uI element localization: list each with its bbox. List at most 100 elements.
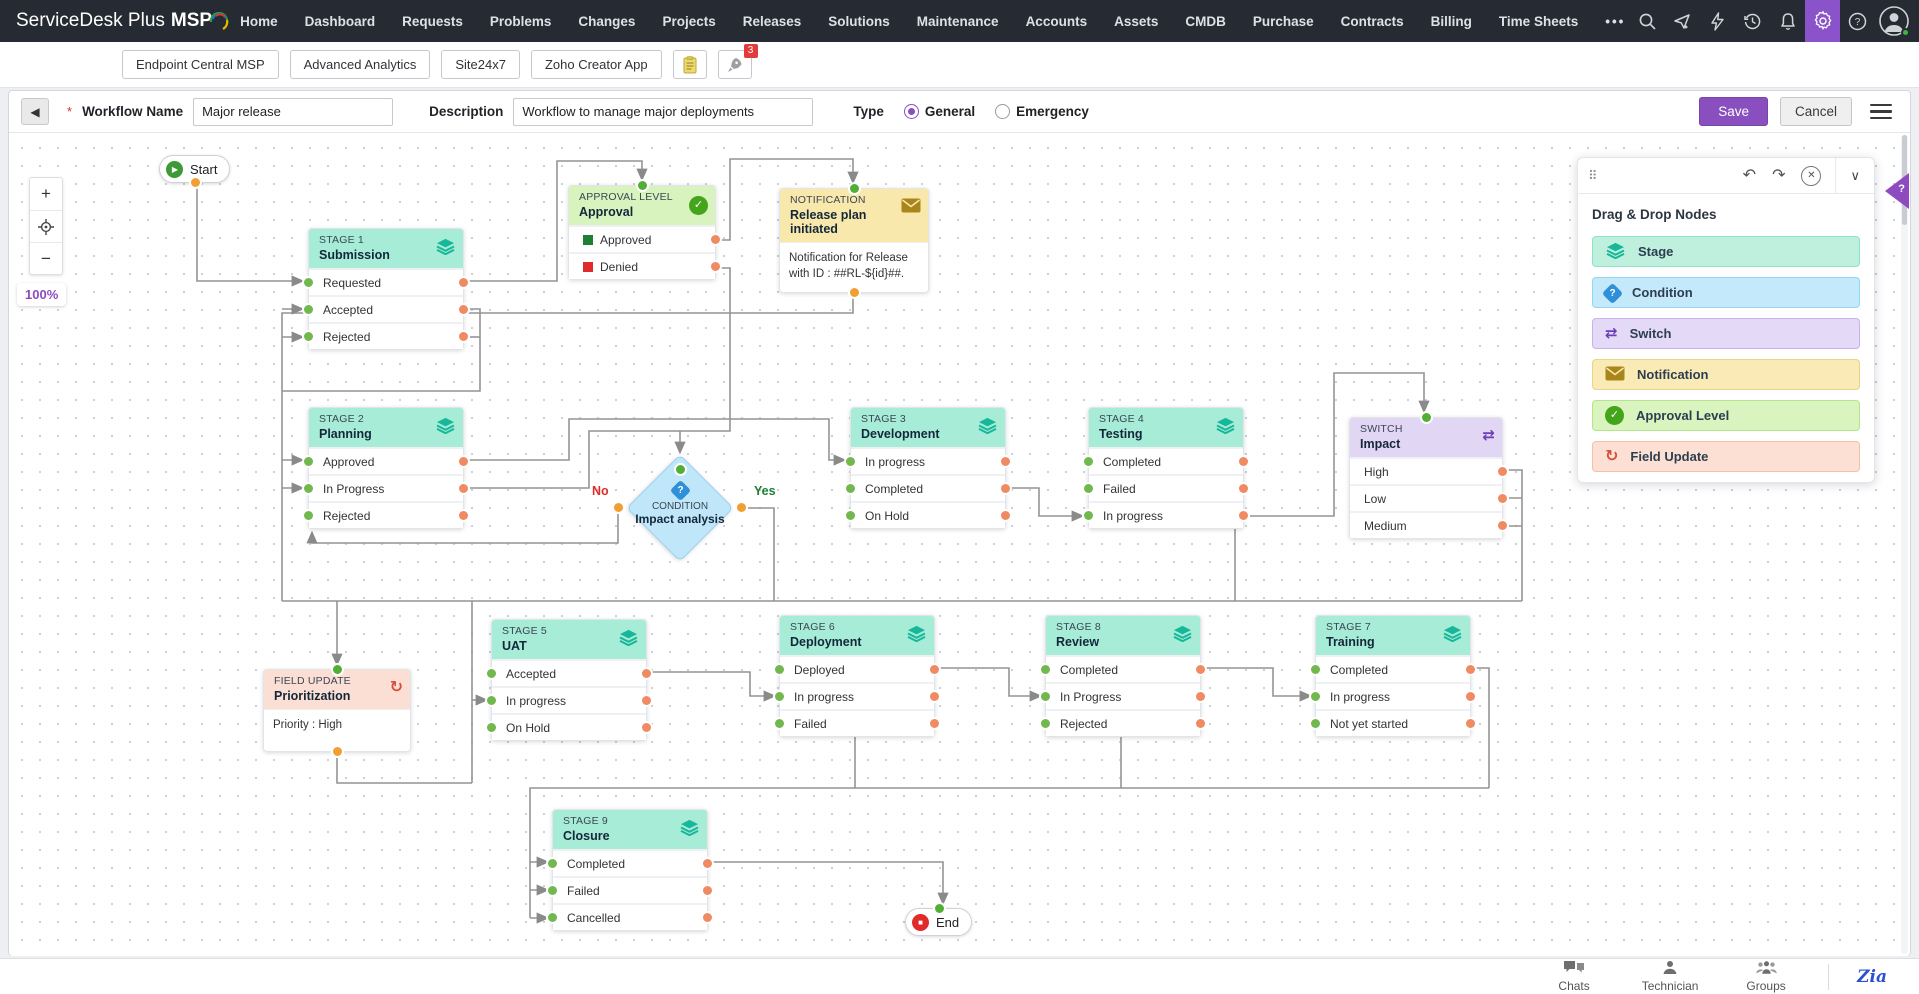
workflow-canvas[interactable]: + − 100% ⠿ ↶ ↷ ✕ ∨ Drag & Drop Nodes Sta…: [9, 133, 1910, 956]
nav-item-home[interactable]: Home: [240, 13, 278, 29]
port-dot[interactable]: [1041, 665, 1050, 674]
workflow-name-input[interactable]: [193, 97, 394, 126]
node-start[interactable]: ▶Start: [159, 155, 231, 187]
node-status-row[interactable]: On Hold: [487, 713, 651, 740]
history-icon[interactable]: [1735, 0, 1770, 42]
node-status-row[interactable]: Approved: [304, 447, 468, 474]
port-dot[interactable]: [1311, 665, 1320, 674]
port-dot[interactable]: [703, 913, 712, 922]
nav-item-assets[interactable]: Assets: [1114, 13, 1159, 29]
node-status-row[interactable]: On Hold: [846, 501, 1010, 528]
tab-button-zoho-creator-app[interactable]: Zoho Creator App: [530, 50, 662, 79]
port-dot[interactable]: [846, 457, 855, 466]
tab-button-site24x7[interactable]: Site24x7: [441, 50, 520, 79]
nav-item-time-sheets[interactable]: Time Sheets: [1498, 13, 1579, 29]
palette-item-stage[interactable]: Stage: [1592, 236, 1860, 267]
port-dot[interactable]: [1196, 692, 1205, 701]
nav-item-solutions[interactable]: Solutions: [828, 13, 890, 29]
bell-icon[interactable]: [1770, 0, 1805, 42]
rocket-icon[interactable]: 3: [717, 44, 758, 79]
nav-item-dashboard[interactable]: Dashboard: [304, 13, 376, 29]
port-dot[interactable]: [1196, 719, 1205, 728]
port-dot[interactable]: [1084, 457, 1093, 466]
node-status-row[interactable]: Cancelled: [548, 903, 712, 930]
node-status-row[interactable]: In progress: [1311, 682, 1475, 709]
port-dot[interactable]: [459, 278, 468, 287]
canvas-scrollbar[interactable]: [1901, 135, 1908, 954]
port-dot[interactable]: [548, 859, 557, 868]
nav-item-projects[interactable]: Projects: [662, 13, 716, 29]
node-status-row[interactable]: Rejected: [1041, 709, 1205, 736]
node-status-row[interactable]: Completed: [846, 474, 1010, 501]
port-dot[interactable]: [1084, 511, 1093, 520]
port-dot[interactable]: [676, 465, 685, 474]
port-dot[interactable]: [642, 696, 651, 705]
dock-item-groups[interactable]: Groups: [1718, 960, 1814, 993]
node-status-row[interactable]: Approved: [569, 225, 720, 252]
port-dot[interactable]: [1466, 692, 1475, 701]
description-input[interactable]: [513, 97, 814, 126]
node-status-row[interactable]: Medium: [1350, 511, 1507, 538]
port-dot[interactable]: [1466, 719, 1475, 728]
port-dot[interactable]: [930, 665, 939, 674]
port-dot[interactable]: [1001, 457, 1010, 466]
port-dot[interactable]: [548, 886, 557, 895]
search-icon[interactable]: [1630, 0, 1665, 42]
port-dot[interactable]: [1311, 719, 1320, 728]
port-dot[interactable]: [1239, 457, 1248, 466]
port-dot[interactable]: [1041, 719, 1050, 728]
port-dot[interactable]: [190, 178, 200, 187]
port-dot[interactable]: [304, 278, 313, 287]
palette-item-switch[interactable]: ⇄Switch: [1592, 318, 1860, 349]
type-radio-emergency[interactable]: Emergency: [995, 104, 1089, 119]
save-button[interactable]: Save: [1699, 97, 1768, 126]
node-status-row[interactable]: In progress: [1084, 501, 1248, 528]
node-status-row[interactable]: Deployed: [775, 655, 939, 682]
node-status-row[interactable]: Rejected: [304, 501, 468, 528]
port-dot[interactable]: [930, 719, 939, 728]
node-status-row[interactable]: Rejected: [304, 322, 468, 349]
node-status-row[interactable]: In progress: [487, 686, 651, 713]
help-tab[interactable]: ?: [1883, 173, 1909, 209]
nav-item-contracts[interactable]: Contracts: [1340, 13, 1404, 29]
port-dot[interactable]: [775, 665, 784, 674]
port-dot[interactable]: [1498, 494, 1507, 503]
type-radio-general[interactable]: General: [903, 104, 975, 119]
node-status-row[interactable]: Failed: [1084, 474, 1248, 501]
clipboard-icon[interactable]: [672, 50, 707, 79]
node-status-row[interactable]: Completed: [548, 849, 712, 876]
port-dot[interactable]: [1001, 511, 1010, 520]
port-dot[interactable]: [1239, 511, 1248, 520]
nav-item-purchase[interactable]: Purchase: [1252, 13, 1314, 29]
drag-handle-icon[interactable]: ⠿: [1588, 167, 1598, 183]
port-dot[interactable]: [304, 305, 313, 314]
port-dot[interactable]: [304, 484, 313, 493]
undo-icon[interactable]: ↶: [1742, 166, 1757, 184]
nav-item-maintenance[interactable]: Maintenance: [916, 13, 999, 29]
back-button[interactable]: ◀: [21, 98, 49, 125]
node-status-row[interactable]: In progress: [846, 447, 1010, 474]
node-end[interactable]: ■End: [905, 904, 973, 936]
port-dot[interactable]: [775, 692, 784, 701]
node-status-row[interactable]: In Progress: [1041, 682, 1205, 709]
nav-item-requests[interactable]: Requests: [402, 13, 463, 29]
port-dot[interactable]: [459, 484, 468, 493]
port-dot[interactable]: [737, 503, 746, 512]
node-status-row[interactable]: Denied: [569, 252, 720, 279]
port-dot[interactable]: [1041, 692, 1050, 701]
port-dot[interactable]: [642, 669, 651, 678]
palette-item-fieldupdate[interactable]: ↻Field Update: [1592, 441, 1860, 472]
help-icon[interactable]: ?: [1840, 0, 1875, 42]
port-dot[interactable]: [846, 484, 855, 493]
port-dot[interactable]: [711, 235, 720, 244]
broadcast-icon[interactable]: [1665, 0, 1700, 42]
port-dot[interactable]: [614, 503, 623, 512]
redo-icon[interactable]: ↷: [1772, 166, 1786, 184]
